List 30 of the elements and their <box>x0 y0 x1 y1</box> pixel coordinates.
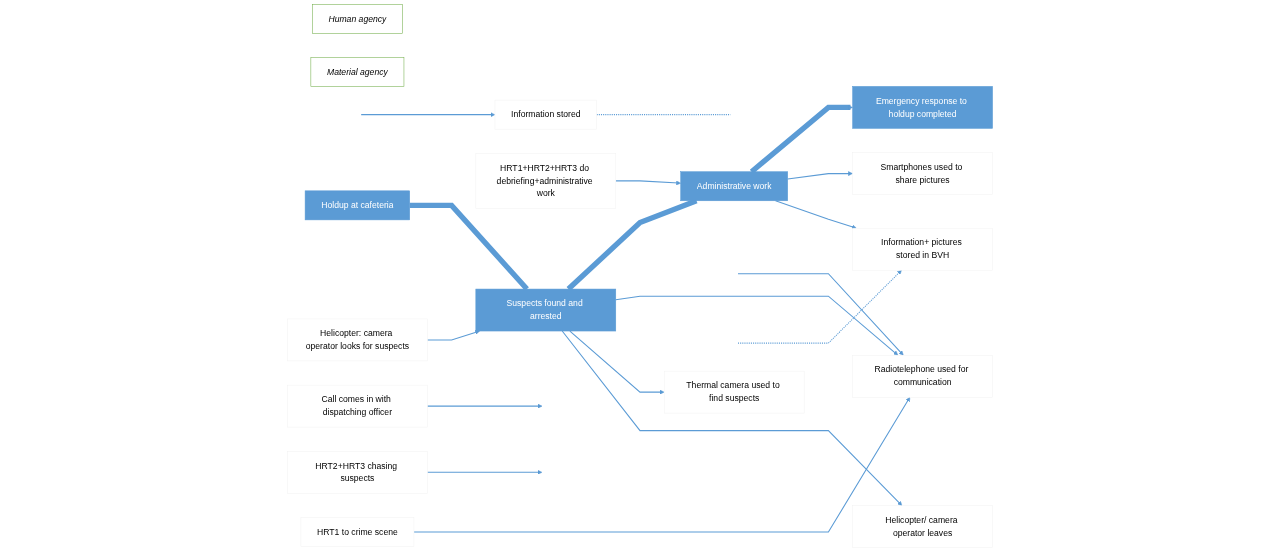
arrow <box>360 112 496 117</box>
arrow <box>561 330 903 506</box>
arrow <box>569 330 665 395</box>
arrow <box>426 469 543 475</box>
arrow <box>426 330 480 341</box>
text-box: Helicopter/ camera operator leaves <box>852 505 993 548</box>
process-box: Administrative work <box>680 171 788 202</box>
text-box: Information stored <box>494 99 597 130</box>
process-box: Holdup at cafeteria <box>304 190 410 221</box>
process-box: Emergency response to holdup completed <box>852 86 993 129</box>
agency-box: Human agency <box>312 4 403 34</box>
arrow <box>737 273 904 356</box>
text-box: HRT1+HRT2+HRT3 do debriefing+administrative work <box>475 153 617 209</box>
text-box: HRT2+HRT3 chasing suspects <box>287 451 428 494</box>
arrow <box>615 180 681 186</box>
text-box: Thermal camera used to find suspects <box>663 370 805 414</box>
process-box: Suspects found and arrested <box>475 288 617 332</box>
text-box: Helicopter: camera operator looks for suspects <box>287 318 428 362</box>
arrow <box>775 200 857 230</box>
text-box: Radiotelephone used for communication <box>852 355 993 398</box>
agency-box: Material agency <box>310 57 405 87</box>
arrow <box>737 270 902 344</box>
text-box: Information+ pictures stored in BVH <box>852 227 993 271</box>
arrow <box>615 295 899 356</box>
text-box: HRT1 to crime scene <box>300 517 415 547</box>
text-box: Call comes in with dispatching officer <box>287 384 428 428</box>
arrow <box>787 171 853 180</box>
text-box: Smartphones used to share pictures <box>852 152 993 195</box>
arrow <box>426 403 543 409</box>
arrow <box>413 397 911 533</box>
